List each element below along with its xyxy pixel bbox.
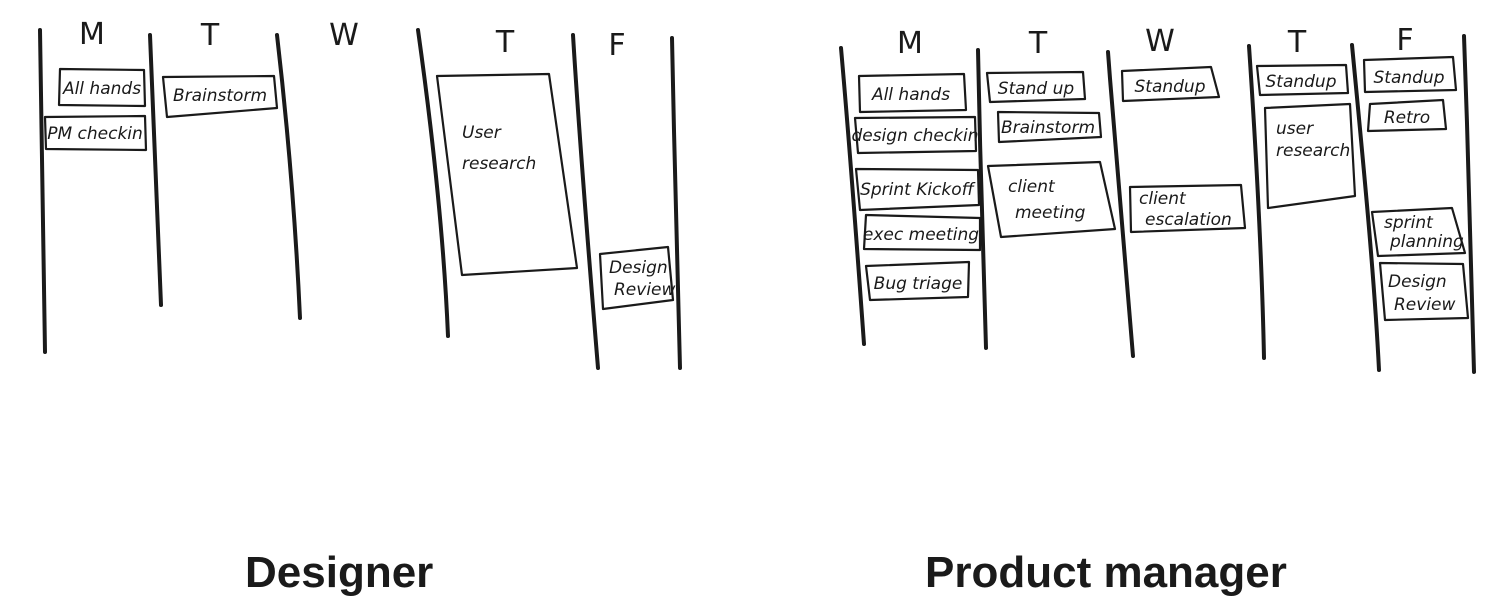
column-line [1106, 50, 1135, 358]
event-box [161, 74, 279, 119]
column-line [1350, 43, 1381, 372]
column-line [1247, 44, 1266, 360]
event-box [853, 115, 978, 155]
event-standup: Standup [1373, 68, 1444, 88]
event-box [1255, 63, 1350, 97]
event-retro: Retro [1384, 108, 1430, 128]
event-client-escalation-line2: escalation [1145, 210, 1232, 230]
event-standup: Standup [1265, 72, 1336, 92]
event-client-meeting-line1: client [1008, 177, 1056, 197]
column-line [839, 46, 866, 346]
day-header-thu: T [1287, 25, 1307, 60]
day-header-mon: M [79, 17, 105, 52]
product-manager-caption: Product manager [925, 548, 1287, 597]
event-box [57, 67, 147, 108]
event-all-hands: All hands [62, 79, 141, 99]
day-header-tue: T [200, 18, 220, 53]
event-standup: Stand up [998, 79, 1075, 99]
event-sprint-planning-line2: planning [1389, 232, 1464, 252]
day-header-thu: T [495, 25, 515, 60]
event-box [1366, 98, 1448, 133]
column-line [38, 28, 47, 354]
column-line [275, 33, 302, 320]
event-box [435, 72, 579, 277]
day-header-fri: F [608, 28, 625, 63]
column-line [1462, 34, 1476, 374]
event-user-research-line2: research [462, 154, 536, 174]
column-line [976, 48, 988, 350]
event-box [43, 114, 148, 152]
event-box [996, 110, 1103, 144]
day-header-wed: W [1145, 24, 1175, 59]
event-client-escalation-line1: client [1139, 189, 1187, 209]
event-box [1362, 55, 1458, 94]
event-box [985, 70, 1087, 104]
column-line [670, 36, 682, 370]
event-user-research-line2: research [1276, 141, 1350, 161]
event-bug-triage: Bug triage [874, 274, 963, 294]
column-line [148, 33, 163, 307]
day-header-mon: M [897, 26, 923, 61]
day-header-tue: T [1028, 26, 1048, 61]
event-design-review-line1: Design [1388, 272, 1447, 292]
event-design-review-line2: Review [614, 280, 676, 300]
pm-week: M T W T F All hands design checkin Sprin… [839, 23, 1476, 374]
event-brainstorm: Brainstorm [1001, 118, 1095, 138]
event-box [864, 260, 971, 302]
designer-week: M T W T F All hands PM checkin Brainstor… [38, 17, 682, 370]
event-design-review-line1: Design [609, 258, 668, 278]
column-line [416, 28, 450, 338]
event-box [1378, 261, 1470, 322]
event-user-research-line1: User [462, 123, 502, 143]
event-box [1120, 65, 1221, 103]
event-design-review-line2: Review [1394, 295, 1456, 315]
column-line [571, 33, 600, 370]
event-pm-checkin: PM checkin [47, 124, 143, 144]
event-exec-meeting: exec meeting [863, 225, 979, 245]
day-header-wed: W [329, 18, 359, 53]
event-user-research-line1: user [1276, 119, 1314, 139]
event-design-checkin: design checkin [851, 126, 978, 146]
event-box [598, 245, 675, 311]
event-brainstorm: Brainstorm [173, 86, 267, 106]
event-sprint-kickoff: Sprint Kickoff [860, 180, 976, 200]
event-all-hands: All hands [871, 85, 950, 105]
designer-caption: Designer [245, 548, 434, 597]
event-box [1370, 206, 1467, 258]
event-box [1263, 102, 1357, 210]
event-box [1128, 183, 1247, 234]
event-standup: Standup [1134, 77, 1205, 97]
day-header-fri: F [1396, 23, 1413, 58]
event-box [857, 72, 968, 114]
event-box [862, 213, 982, 252]
event-box [986, 160, 1117, 239]
event-client-meeting-line2: meeting [1015, 203, 1086, 223]
event-sprint-planning-line1: sprint [1384, 213, 1434, 233]
event-box [854, 167, 981, 212]
